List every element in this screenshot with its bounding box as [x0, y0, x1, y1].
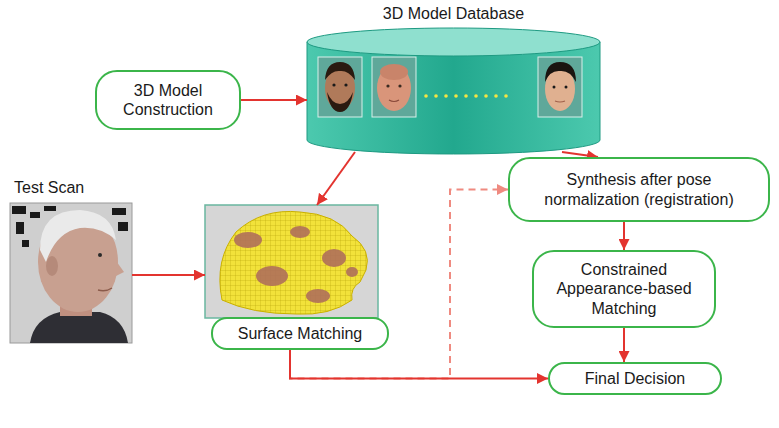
box-text: Constrained Appearance-based Matching: [544, 260, 704, 318]
heading-text: 3D Model Database: [307, 4, 600, 23]
ellipsis-dots: [424, 94, 508, 98]
box-text: Final Decision: [585, 369, 685, 388]
image-panel: Test Scan: [10, 178, 132, 344]
process-box: 3D Model Construction: [95, 70, 241, 130]
label-box: Surface Matching: [211, 317, 389, 350]
face-thumbnail: [372, 57, 416, 117]
database-cylinder: 3D Model Database: [307, 4, 600, 152]
image-panel: Surface Matching: [205, 205, 392, 350]
decision-box: Final Decision: [548, 362, 722, 395]
dashed-arrow: [290, 190, 508, 379]
face-thumbnail: [318, 57, 362, 117]
surface-match-image: [205, 205, 378, 318]
box-text: Synthesis after pose normalization (regi…: [520, 170, 758, 208]
cylinder-body: [307, 42, 600, 154]
flow-arrow: [132, 274, 205, 276]
flow-arrow: [241, 99, 307, 101]
database-cylinder: [307, 28, 600, 154]
overlap-patches: [234, 226, 358, 303]
flow-arrow: [623, 328, 625, 362]
box-text: 3D Model Construction: [107, 81, 229, 119]
scan-noise: [12, 206, 128, 247]
test-scan-photo: [10, 203, 132, 343]
process-box: Synthesis after pose normalization (regi…: [508, 157, 770, 222]
flow-arrow: [317, 152, 355, 205]
face-thumbnail: [538, 57, 582, 117]
flow-arrow: [623, 222, 625, 250]
heading-text: Test Scan: [10, 178, 132, 197]
cylinder-top: [307, 28, 600, 56]
flow-arrow: [290, 350, 548, 379]
process-box: Constrained Appearance-based Matching: [532, 250, 716, 328]
